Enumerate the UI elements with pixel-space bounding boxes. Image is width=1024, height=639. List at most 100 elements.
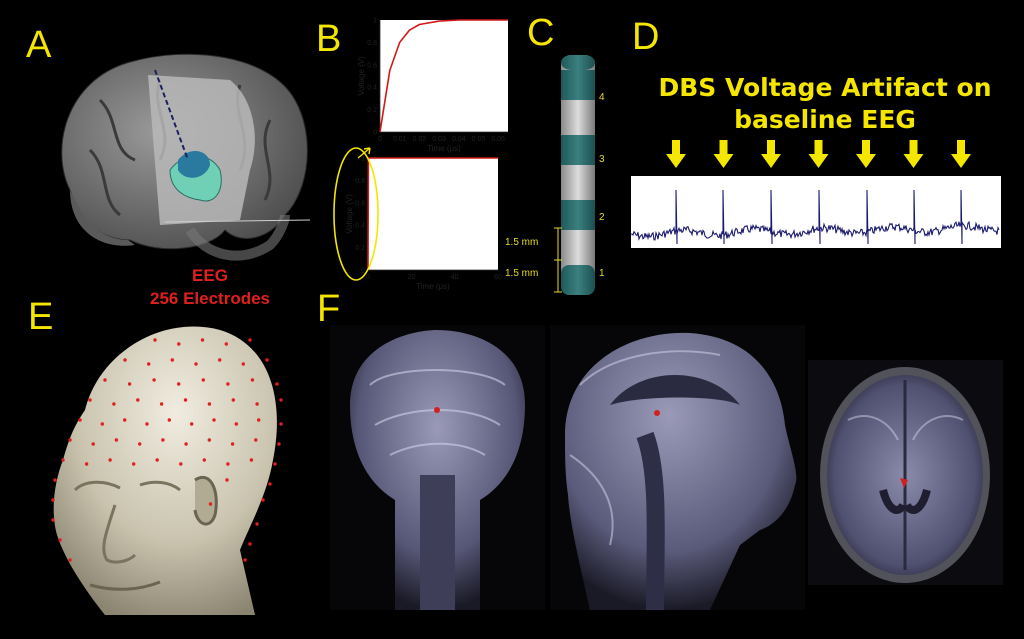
electrode-dot xyxy=(248,542,252,546)
electrode-dot xyxy=(234,422,238,426)
electrode-dot xyxy=(53,478,57,482)
electrode-dot xyxy=(184,442,188,446)
panel-d-title-line2: baseline EEG xyxy=(734,105,916,134)
dbs-electrode-diagram: 4 3 2 1 xyxy=(554,55,605,295)
electrode-dot xyxy=(114,438,119,442)
electrode-dot xyxy=(51,498,55,502)
electrode-dot xyxy=(273,462,277,466)
electrode-dot xyxy=(241,362,245,366)
electrode-dot xyxy=(78,418,82,422)
artifact-arrow-icon xyxy=(903,140,924,168)
electrode-dot xyxy=(268,482,272,486)
electrode-dot xyxy=(183,398,188,402)
electrode-dot xyxy=(58,538,62,542)
electrode-dot xyxy=(84,462,89,466)
electrode-dot xyxy=(279,422,283,426)
x-tick-label: 60 xyxy=(494,274,502,281)
electrode-dot xyxy=(68,558,72,562)
x-tick-label: 0 xyxy=(366,274,370,281)
y-tick-label: 0 xyxy=(361,268,365,275)
artifact-arrow-icon xyxy=(951,140,971,168)
electrode-dot xyxy=(159,402,164,406)
spacing-label-upper: 1.5 mm xyxy=(505,237,538,248)
contact-3 xyxy=(561,135,595,165)
electrode-dot xyxy=(68,438,72,442)
mri-sagittal-slice xyxy=(550,325,805,611)
electrode-dot xyxy=(200,338,205,342)
electrode-dot xyxy=(279,398,283,402)
highlight-ellipse xyxy=(333,147,379,281)
electrode-dot xyxy=(108,458,112,462)
electrode-dot xyxy=(261,498,265,502)
electrode-dot xyxy=(123,358,127,362)
y-tick-label: 1 xyxy=(373,18,377,25)
electrode-dot xyxy=(138,442,142,446)
y-tick-label: 1 xyxy=(361,156,365,163)
electrode-dot xyxy=(207,438,211,442)
electrode-dot xyxy=(226,382,230,386)
y-tick-label: 0 xyxy=(373,130,377,137)
electrode-dot xyxy=(112,402,116,406)
electrode-dot xyxy=(231,398,235,402)
spacing-label-lower: 1.5 mm xyxy=(505,268,538,279)
eeg-label: EEG xyxy=(192,266,228,285)
electrode-dot xyxy=(88,398,92,402)
x-tick-label: 40 xyxy=(451,274,459,281)
electrode-dot xyxy=(226,462,230,466)
electrode-dot xyxy=(103,378,107,382)
x-axis-label: Time (μs) xyxy=(416,282,450,291)
contact-label-4: 4 xyxy=(599,92,605,103)
electrode-dot xyxy=(132,462,136,466)
electrode-dot xyxy=(155,458,159,462)
y-tick-label: 0.6 xyxy=(367,62,377,69)
y-tick-label: 0.4 xyxy=(367,85,377,92)
electrode-dot xyxy=(255,402,259,406)
electrode-dot xyxy=(177,342,181,346)
electrode-dot xyxy=(202,458,206,462)
electrode-dot xyxy=(152,378,156,382)
panel-letter-f: F xyxy=(317,288,341,330)
panel-letter-d: D xyxy=(632,16,660,58)
panel-letter-c: C xyxy=(527,12,555,54)
electrode-dot xyxy=(136,398,140,402)
x-tick-label: 0.01 xyxy=(393,136,407,143)
electrode-dot xyxy=(248,338,252,342)
electrode-dot xyxy=(145,422,149,426)
baseline-eeg-trace xyxy=(630,176,1001,248)
panel-d-title-line1: DBS Voltage Artifact on xyxy=(658,73,992,102)
y-axis-label: Voltage (V) xyxy=(345,194,354,234)
x-tick-label: 0 xyxy=(378,136,382,143)
x-tick-label: 0.06 xyxy=(491,136,505,143)
artifact-arrow-icon xyxy=(856,140,876,168)
x-axis-label: Time (μs) xyxy=(427,144,461,153)
artifact-arrow-icon xyxy=(713,140,734,168)
contact-1 xyxy=(561,265,595,295)
electrode-dot xyxy=(207,402,212,406)
y-tick-label: 0.2 xyxy=(355,245,365,252)
electrode-dot xyxy=(147,362,151,366)
panel-letter-a: A xyxy=(26,24,52,66)
head-model-with-electrodes xyxy=(51,326,283,615)
electrode-dot xyxy=(61,458,65,462)
electrode-dot xyxy=(249,458,254,462)
x-tick-label: 20 xyxy=(407,274,415,281)
brain-render-illustration xyxy=(61,53,311,261)
x-tick-label: 0.02 xyxy=(413,136,427,143)
electrode-dot xyxy=(127,382,132,386)
contact-label-2: 2 xyxy=(599,212,605,223)
electrode-dot xyxy=(201,378,205,382)
spacing-labels: 1.5 mm 1.5 mm xyxy=(505,237,538,279)
electrode-dot xyxy=(255,522,259,526)
artifact-arrow-icon xyxy=(808,140,829,168)
y-tick-label: 0.6 xyxy=(355,200,365,207)
electrode-dot xyxy=(257,418,261,422)
electrode-dot xyxy=(275,382,279,386)
artifact-arrow-icon xyxy=(666,140,686,168)
electrode-dot xyxy=(51,518,55,522)
electrode-dot xyxy=(179,462,183,466)
contact-4 xyxy=(561,70,595,100)
contact-2 xyxy=(561,200,595,230)
electrode-dot xyxy=(170,358,174,362)
